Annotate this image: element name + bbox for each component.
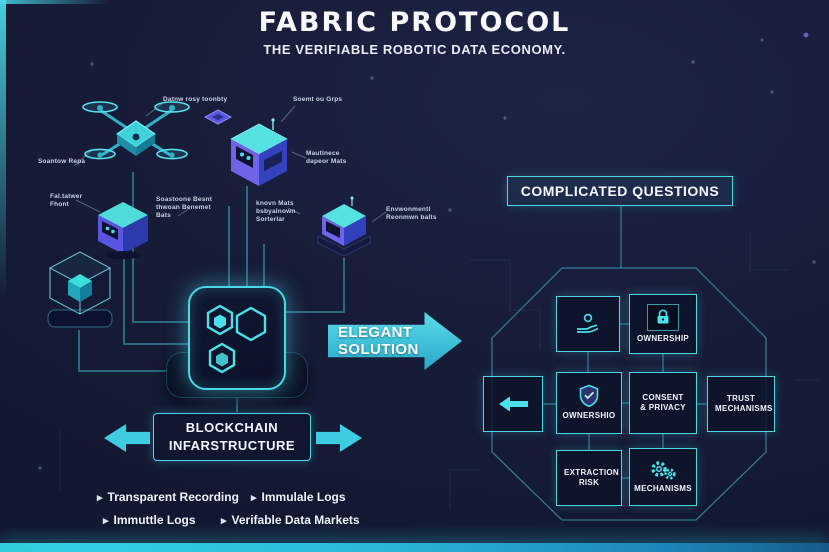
bullet-icon: ▸: [251, 492, 257, 504]
question-box-data-flow: [483, 376, 543, 432]
question-box-label: MECHANISMS: [634, 484, 692, 494]
blockchain-hexagons-icon: [206, 304, 267, 374]
banner-line2: INFARSTRUCTURE: [168, 438, 296, 453]
feature-item: ▸ Verifable Data Markets: [221, 513, 360, 527]
device-label: Datnw rosy toonbty: [163, 96, 228, 103]
question-box-ownershio: OWNERSHIO: [556, 372, 622, 434]
question-box-label: OWNERSHIP: [636, 333, 690, 343]
blockchain-infrastructure-banner: BLOCKCHAIN INFARSTRUCTURE: [153, 413, 311, 461]
bullet-icon: ▸: [97, 492, 103, 504]
device-label: Soemt ou Grps: [293, 96, 343, 103]
robot-small-illustration: [98, 202, 148, 259]
question-box-hand-offering: [556, 296, 620, 352]
device-label: Soantow Repa: [38, 158, 86, 165]
question-box-label: EXTRACTION RISK: [564, 467, 619, 487]
right-arrow-icon: [316, 424, 362, 452]
feature-item: ▸ Transparent Recording: [97, 490, 239, 504]
feature-item: ▸ Immuttle Logs: [103, 513, 196, 527]
lock-icon-frame: [647, 303, 679, 331]
question-box-consent-privacy: CONSENT & PRIVACY: [629, 372, 697, 434]
chip-illustration: [203, 109, 233, 125]
robot-cube-illustration: [230, 118, 288, 186]
bullet-icon: ▸: [103, 515, 109, 527]
complicated-questions-header: COMPLICATED QUESTIONS: [507, 176, 733, 206]
blockchain-node: [188, 286, 286, 390]
device-label: Soastoone Besnt thwoan Benemet Bats: [156, 196, 213, 219]
top-left-accent: [0, 0, 110, 4]
bullet-icon: ▸: [221, 515, 227, 527]
question-box-label: OWNERSHIO: [562, 411, 616, 421]
shield-icon: [579, 384, 599, 408]
device-label: Mautlnece dapeor Mats: [306, 150, 347, 165]
device-label: knovn Mats bsbyalnown Sorterlar: [256, 200, 296, 223]
left-arrow-icon: [104, 424, 150, 452]
feature-label: Verifable Data Markets: [231, 513, 360, 527]
solution-label: ELEGANT SOLUTION: [338, 324, 419, 359]
question-box-label: CONSENT & PRIVACY: [640, 392, 686, 412]
banner-line1: BLOCKCHAIN: [185, 420, 279, 436]
hand-coin-icon: [577, 313, 599, 333]
question-box-trust-mechanisms: TRUST MECHANISMS: [707, 376, 775, 432]
feature-label: Transparent Recording: [107, 490, 239, 504]
hologram-cube-illustration: [47, 251, 113, 328]
page-subtitle: THE VERIFIABLE ROBOTIC DATA ECONOMY.: [263, 42, 566, 57]
bottom-accent-bar: [0, 543, 829, 552]
feature-item: ▸ Immulale Logs: [251, 490, 346, 504]
drone-illustration: [82, 101, 190, 160]
question-box-ownership: OWNERSHIP: [629, 294, 697, 354]
lock-icon: [657, 309, 669, 324]
arrow-left-icon: [499, 396, 528, 412]
question-box-extraction-risk: EXTRACTION RISK: [556, 450, 622, 506]
left-accent-bar: [0, 0, 6, 300]
question-box-mechanisms: MECHANISMS: [629, 448, 697, 506]
feature-label: Immulale Logs: [261, 490, 346, 504]
device-label: Fal.tatwer Fhont: [50, 193, 83, 208]
solution-label-line1: ELEGANT: [338, 323, 413, 341]
robot-tracked-illustration: [317, 196, 371, 257]
question-box-label: TRUST MECHANISMS: [715, 393, 773, 413]
solution-label-line2: SOLUTION: [338, 341, 419, 358]
gears-icon: [651, 461, 676, 480]
page-title: FABRIC PROTOCOL: [258, 7, 571, 38]
feature-label: Immuttle Logs: [113, 513, 196, 527]
device-label: Envwonmentl Reonmwn balts: [386, 206, 437, 221]
